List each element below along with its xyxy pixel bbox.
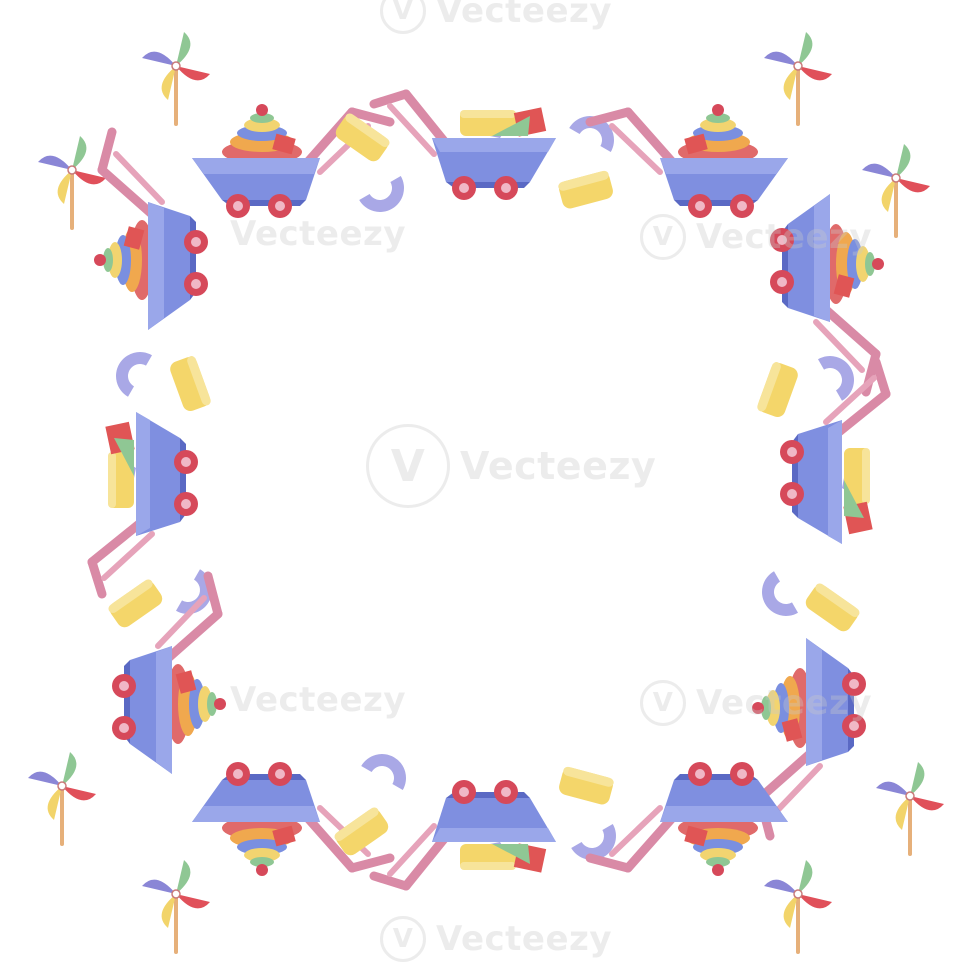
watercolor-toy-frame bbox=[26, 30, 946, 954]
toy-frame-illustration: V Vecteezy V Vecteezy Vecteezy V Vecteez… bbox=[26, 0, 946, 962]
